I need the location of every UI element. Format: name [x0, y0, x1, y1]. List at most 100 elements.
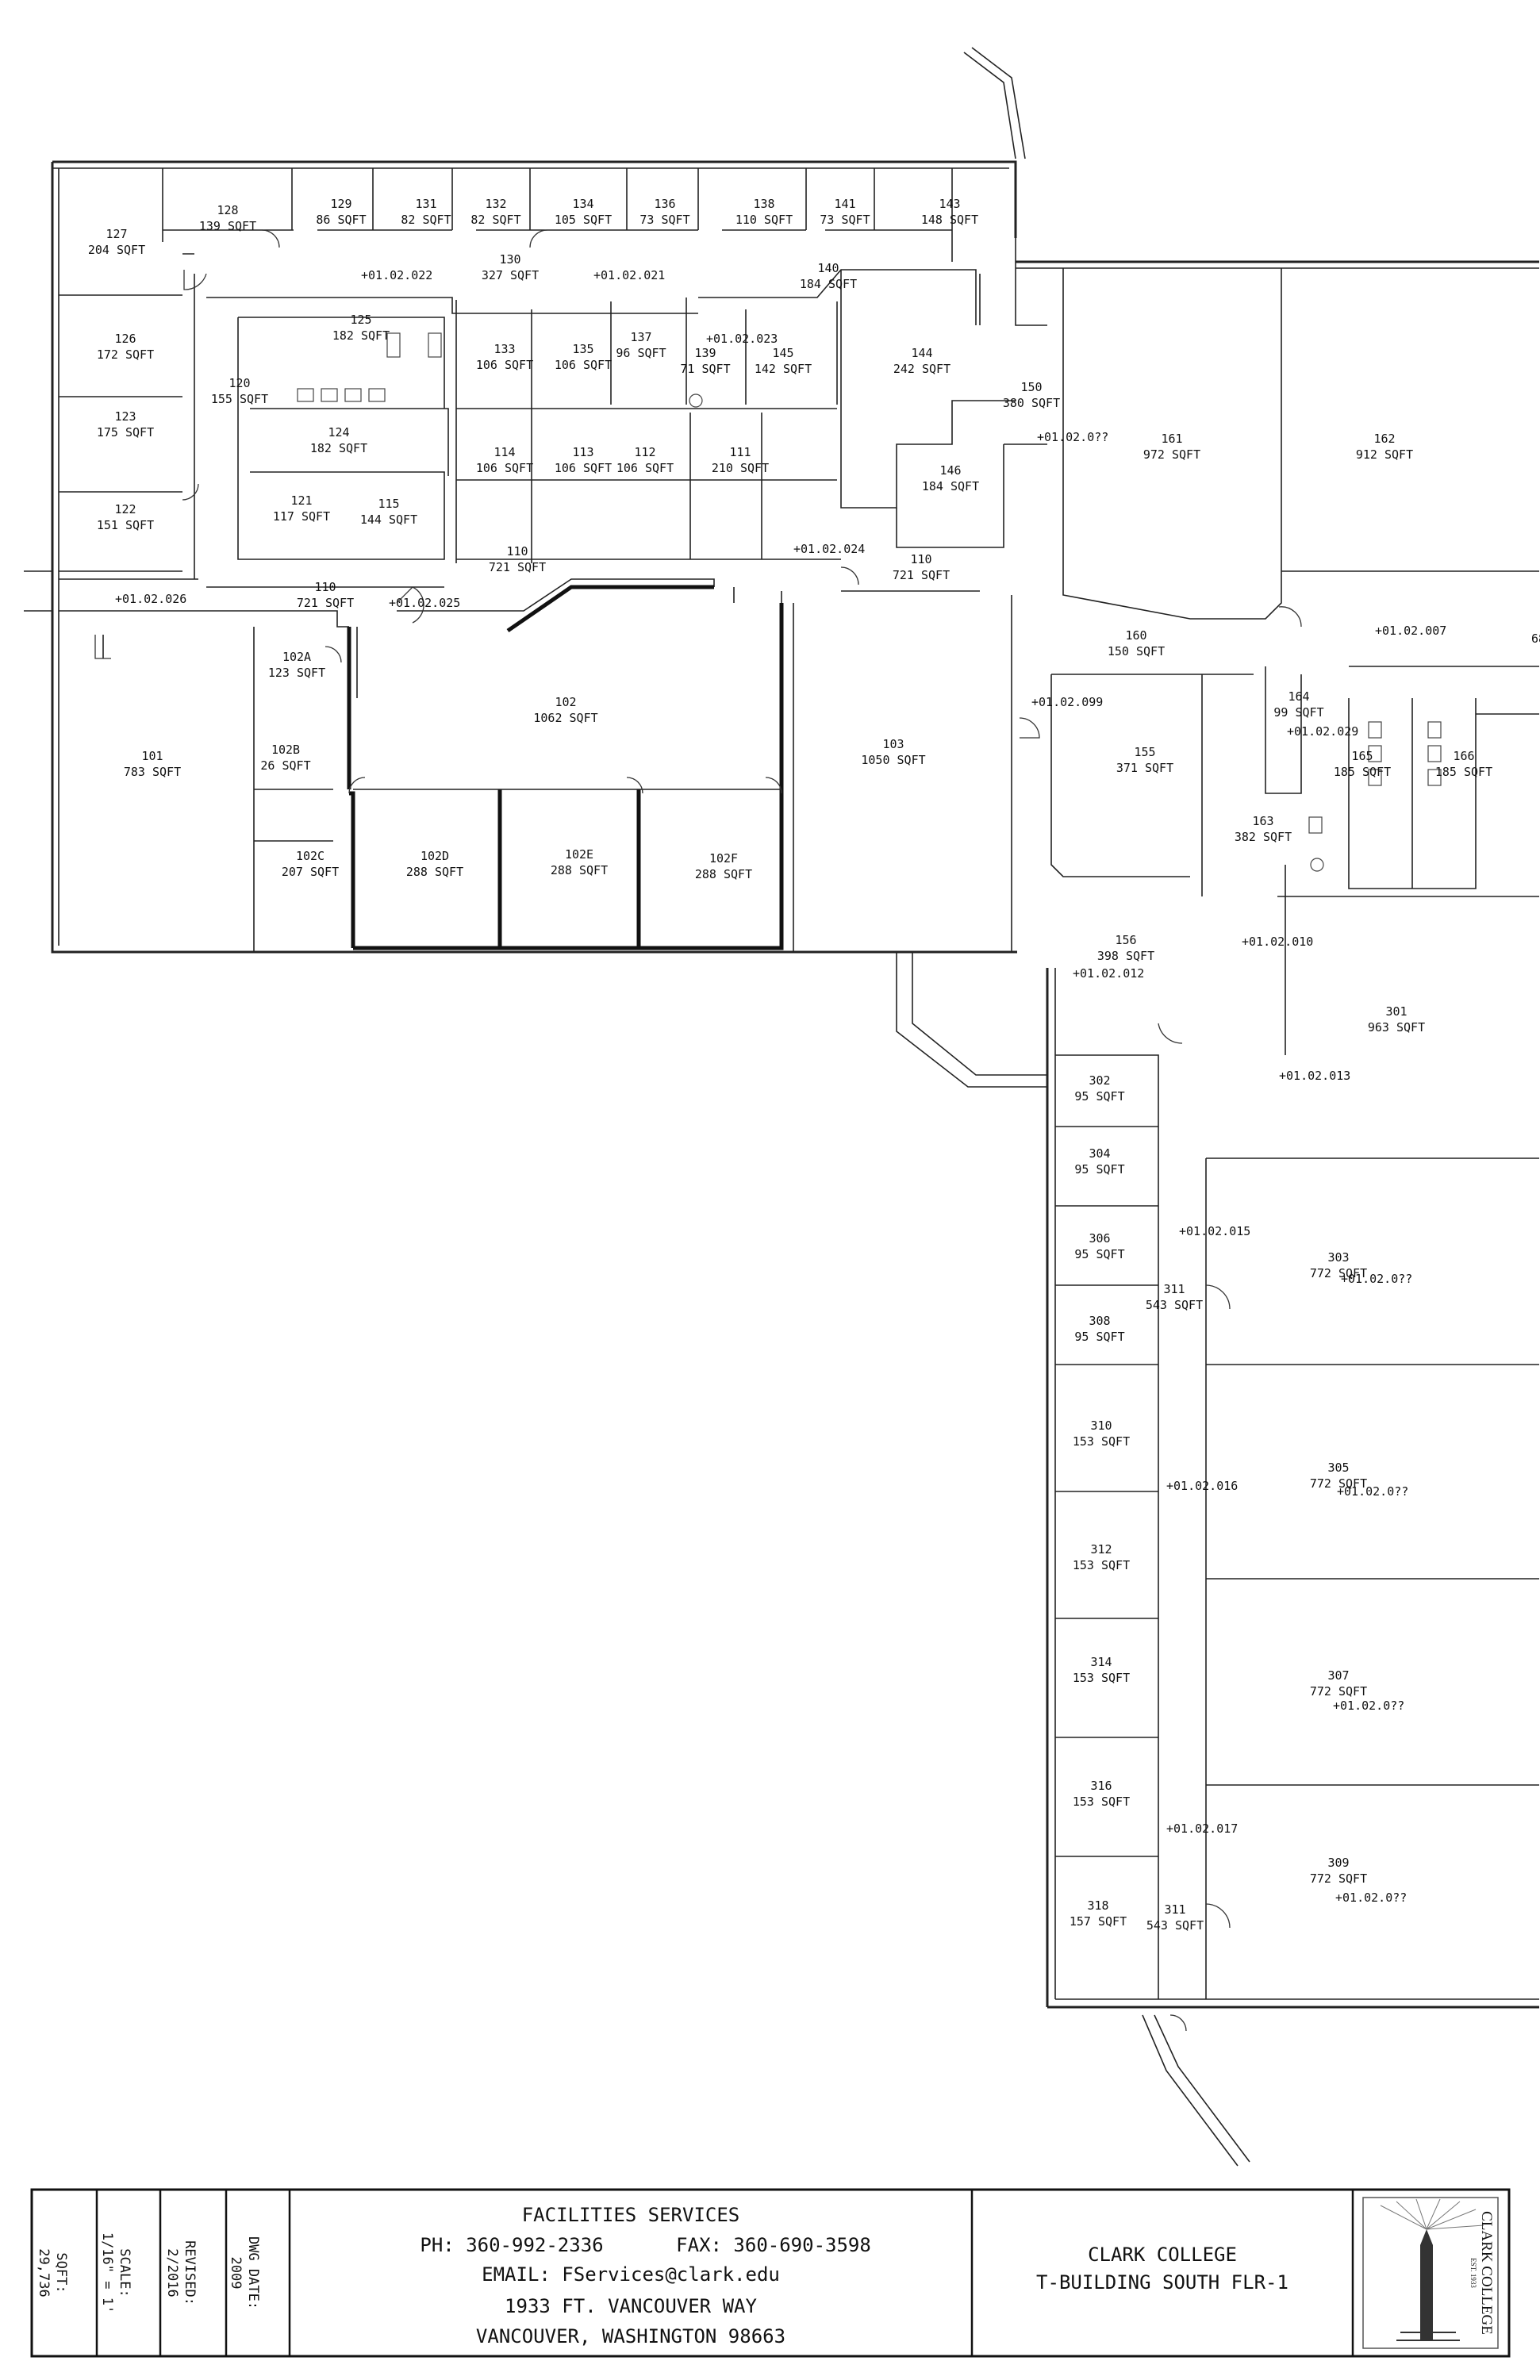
room-number: 310	[1090, 1418, 1112, 1433]
room-number: 156	[1115, 933, 1136, 947]
sqft-cell: SQFT: 29,736	[36, 2248, 69, 2297]
room-area: 144 SQFT	[360, 512, 417, 527]
room-area: 153 SQFT	[1073, 1558, 1130, 1572]
room-label: 156 398 SQFT	[1097, 933, 1154, 963]
room-number: 135	[572, 342, 593, 356]
room-number: 309	[1327, 1856, 1349, 1870]
room-area: 106 SQFT	[476, 461, 533, 475]
logo-established: EST. 1933	[1469, 2258, 1477, 2288]
room-area: 772 SQFT	[1310, 1476, 1367, 1491]
room-area: 95 SQFT	[1074, 1162, 1124, 1177]
room-area: 172 SQFT	[97, 347, 154, 362]
room-number: 111	[729, 445, 751, 459]
room-number: 311	[1163, 1282, 1185, 1296]
room-label: 138 110 SQFT	[735, 197, 793, 227]
room-number: 150	[1020, 380, 1042, 394]
room-number: 302	[1089, 1073, 1110, 1088]
equipment-tag: +01.02.0??	[1337, 1484, 1408, 1499]
equipment-tag: +01.02.029	[1287, 724, 1358, 739]
room-area: 26 SQFT	[260, 758, 310, 773]
room-area: 110 SQFT	[735, 213, 793, 227]
room-number: 165	[1351, 749, 1373, 763]
room-number: 166	[1453, 749, 1474, 763]
equipment-tag: +01.02.0??	[1341, 1272, 1412, 1286]
revised-label: REVISED:	[182, 2240, 198, 2305]
room-area: 73 SQFT	[639, 213, 689, 227]
room-area: 182 SQFT	[310, 441, 367, 455]
room-number: 120	[229, 376, 250, 390]
room-number: 112	[634, 445, 655, 459]
room-label: 311 543 SQFT	[1146, 1282, 1203, 1312]
room-number: 138	[753, 197, 774, 211]
room-area: 543 SQFT	[1146, 1298, 1203, 1312]
equipment-tag: +01.02.024	[793, 542, 865, 556]
equipment-tag: +01.02.016	[1166, 1479, 1238, 1493]
room-area: 95 SQFT	[1074, 1330, 1124, 1344]
room-number: 114	[493, 445, 515, 459]
room-number: 306	[1089, 1231, 1110, 1246]
room-number: 307	[1327, 1668, 1349, 1683]
room-area: 398 SQFT	[1097, 949, 1154, 963]
room-area: 117 SQFT	[273, 509, 330, 524]
room-area: 972 SQFT	[1143, 447, 1200, 462]
logo-text: CLARK COLLEGE	[1478, 2211, 1495, 2335]
room-number: 115	[378, 497, 399, 511]
equipment-tag: +01.02.0??	[1335, 1891, 1407, 1905]
room-area: 153 SQFT	[1073, 1434, 1130, 1449]
equipment-tag: +01.02.010	[1242, 935, 1313, 949]
room-number: 102B	[271, 743, 300, 757]
equipment-tag: +01.02.025	[389, 596, 460, 610]
room-number: 144	[911, 346, 932, 360]
address-line-1: 1933 FT. VANCOUVER WAY	[505, 2295, 757, 2317]
room-area: 139 SQFT	[199, 219, 256, 233]
room-number: 303	[1327, 1250, 1349, 1265]
room-number: 134	[572, 197, 593, 211]
room-number: 110	[314, 580, 336, 594]
room-number: 127	[106, 227, 127, 241]
room-number: 123	[114, 409, 136, 424]
room-number: 122	[114, 502, 136, 516]
sqft-label: SQFT:	[53, 2252, 69, 2293]
room-area: 73 SQFT	[820, 213, 870, 227]
room-number: 155	[1134, 745, 1155, 759]
equipment-tag: +01.02.007	[1375, 624, 1446, 638]
room-number: 102D	[421, 849, 449, 863]
room-number: 102E	[565, 847, 593, 862]
room-number: 164	[1288, 689, 1309, 704]
equipment-tag: +01.02.012	[1073, 966, 1144, 981]
equipment-tag: +01.02.0??	[1037, 430, 1108, 444]
room-area: 155 SQFT	[211, 392, 268, 406]
room-area: 106 SQFT	[555, 461, 612, 475]
room-area: 772 SQFT	[1310, 1266, 1367, 1280]
room-number: 143	[939, 197, 960, 211]
room-label: 120 155 SQFT	[211, 376, 268, 406]
room-area: 184 SQFT	[922, 479, 979, 493]
scale-value: 1/16" = 1'	[99, 2232, 115, 2313]
room-area: 96 SQFT	[616, 346, 666, 360]
room-number: 131	[415, 197, 436, 211]
room-area: 721 SQFT	[297, 596, 354, 610]
room-number: 110	[506, 544, 528, 559]
